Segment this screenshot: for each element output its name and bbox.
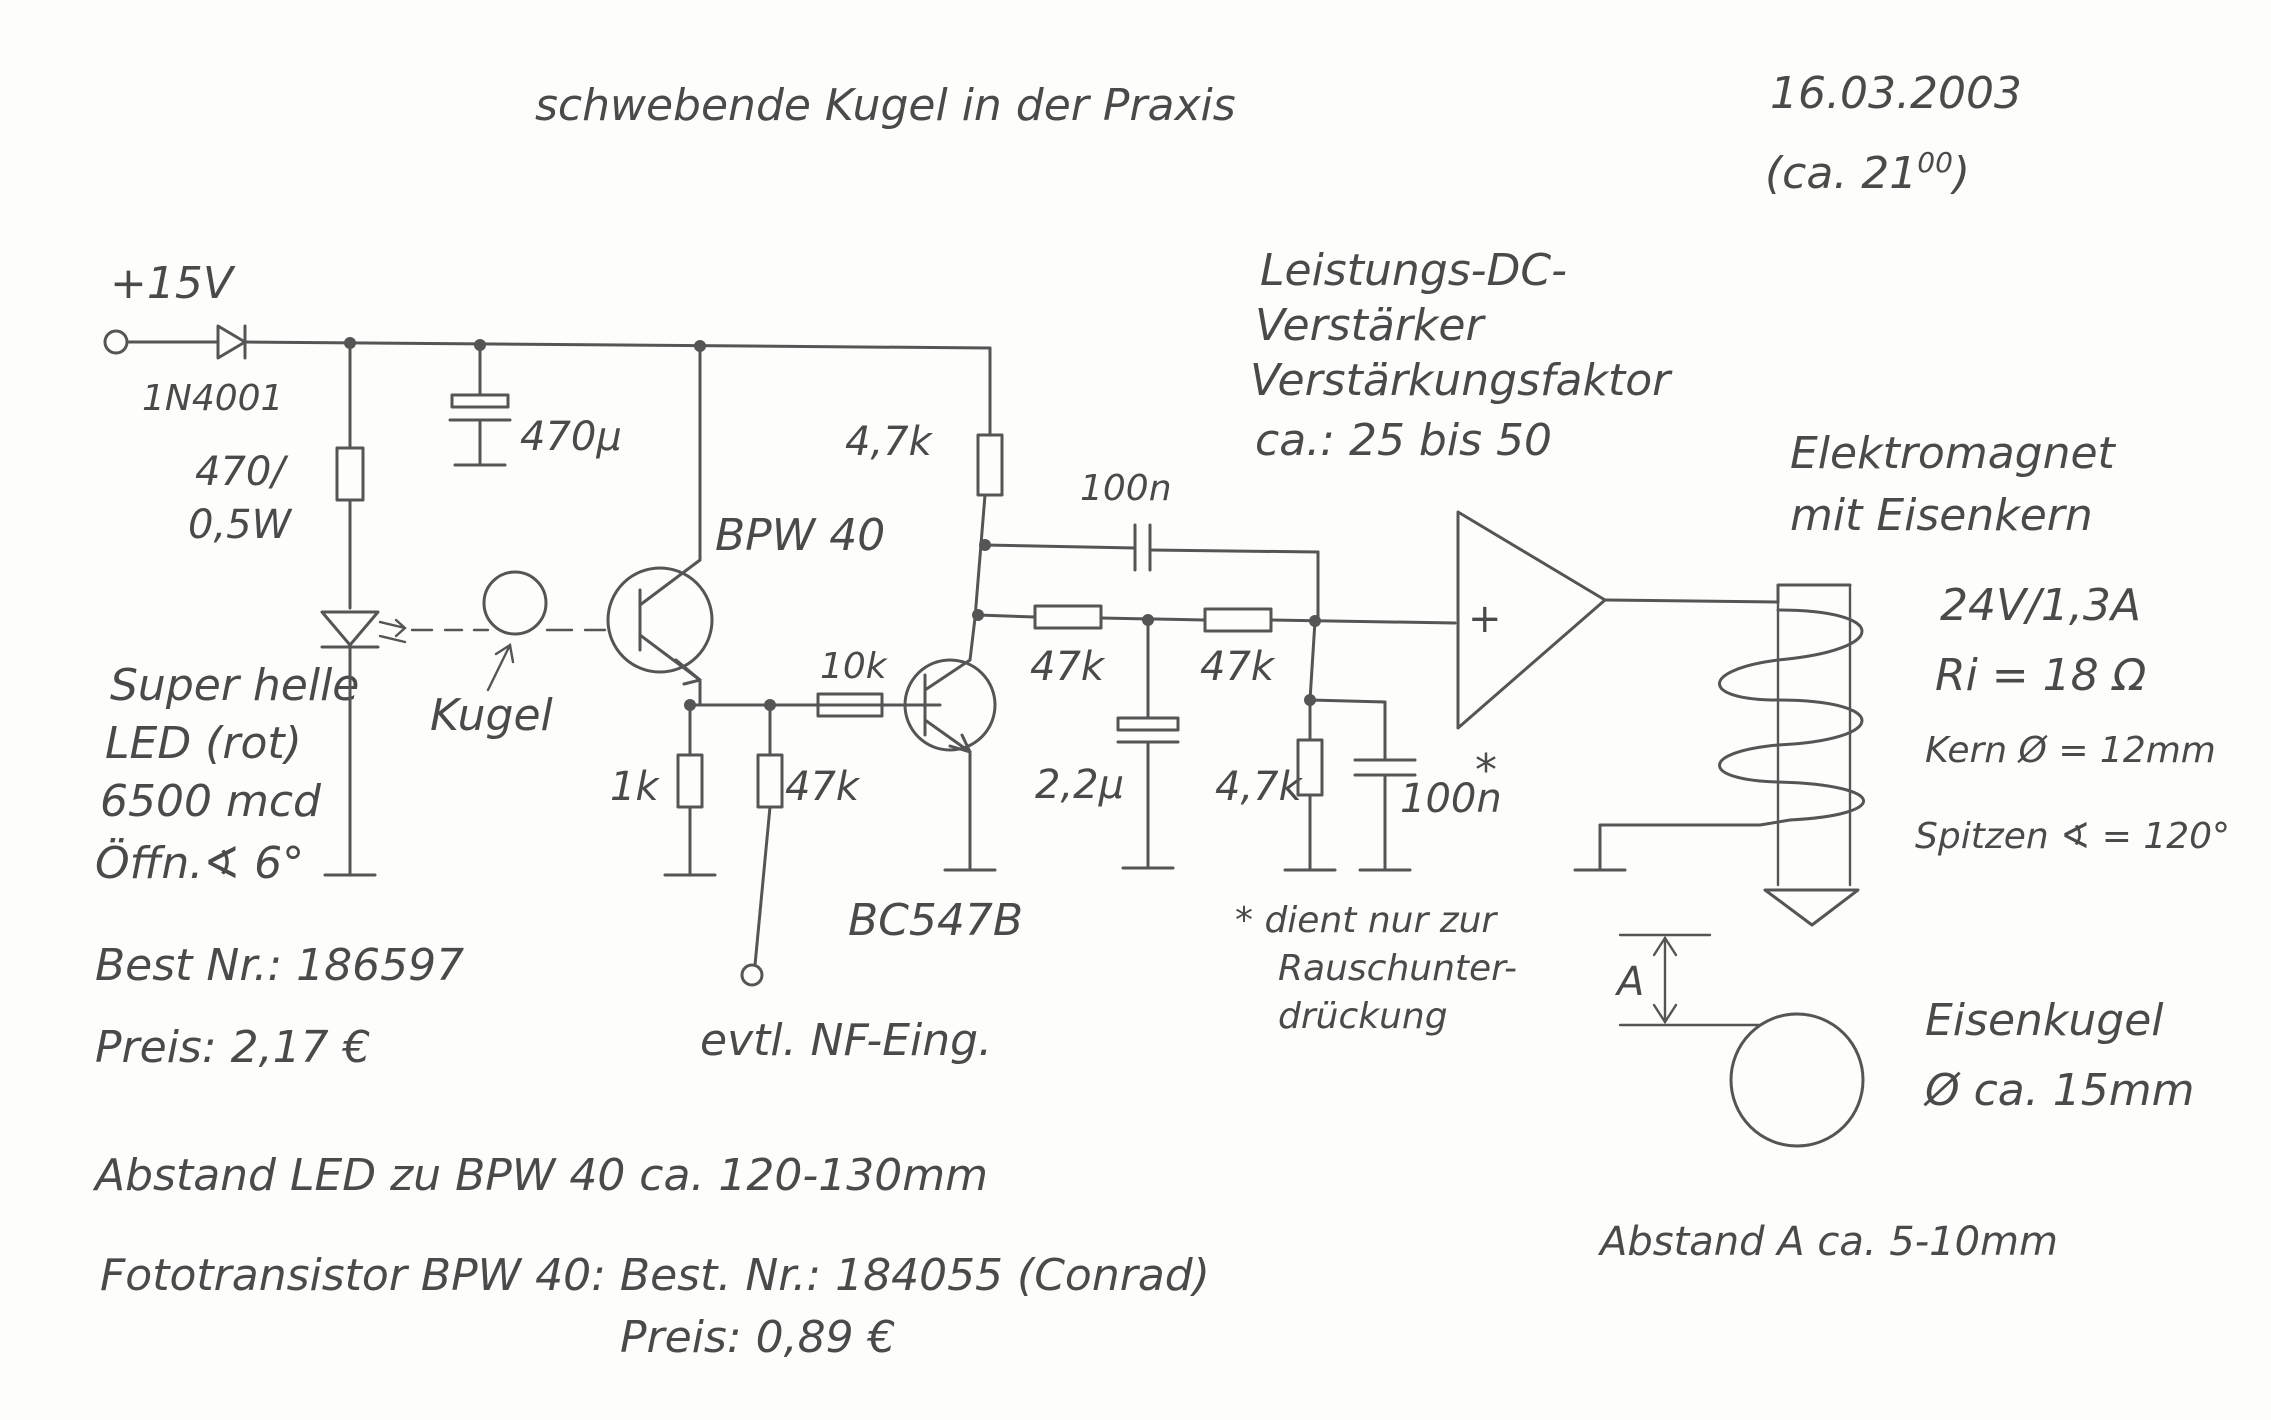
led-price: Preis: 2,17 € bbox=[95, 1022, 371, 1073]
transistor-bc547b bbox=[903, 616, 997, 872]
filter-resistor-1 bbox=[1033, 604, 1207, 630]
ball-desc-2: Ø ca. 15mm bbox=[1923, 1065, 2194, 1116]
supply-cap-label: 470µ bbox=[520, 414, 622, 460]
led-resistor bbox=[335, 341, 365, 610]
ball bbox=[482, 570, 548, 636]
phototransistor-bpw40 bbox=[606, 344, 714, 707]
filter-resistor-2-label: 47k bbox=[1200, 644, 1276, 690]
magnet-desc-1: Elektromagnet bbox=[1790, 428, 2117, 479]
time: (ca. 2100) bbox=[1765, 146, 1970, 199]
filter-cap-label: 2,2µ bbox=[1035, 762, 1124, 808]
distance-arrow bbox=[1618, 933, 1762, 1027]
phototransistor-label: BPW 40 bbox=[715, 510, 885, 561]
nf-input-label: evtl. NF-Eing. bbox=[700, 1015, 992, 1066]
filter-resistor-1-label: 47k bbox=[1030, 644, 1106, 690]
base-resistor bbox=[816, 692, 922, 718]
diode-1n4001 bbox=[125, 324, 247, 360]
supply-voltage: +15V bbox=[110, 258, 236, 309]
supply-capacitor bbox=[448, 343, 512, 467]
amp-desc-2: Verstärker bbox=[1255, 300, 1486, 351]
footer-line-2: Fototransistor BPW 40: Best. Nr.: 184055… bbox=[100, 1250, 1210, 1301]
divider-resistor bbox=[1283, 619, 1337, 872]
led-desc-4: Öffn.∢ 6° bbox=[95, 837, 304, 889]
date: 16.03.2003 bbox=[1770, 68, 2022, 119]
led-desc-2: LED (rot) bbox=[105, 718, 302, 769]
noise-note-2: Rauschunter- bbox=[1278, 948, 1517, 989]
noise-capacitor bbox=[1308, 698, 1417, 872]
title: schwebende Kugel in der Praxis bbox=[535, 80, 1236, 131]
iron-ball bbox=[1729, 1012, 1865, 1148]
led-resistor-value: 470/ bbox=[195, 449, 289, 495]
footer-line-1: Abstand LED zu BPW 40 ca. 120-130mm bbox=[92, 1150, 988, 1201]
amp-plus-sign: + bbox=[1468, 596, 1502, 642]
distance-note: Abstand A ca. 5-10mm bbox=[1597, 1219, 2058, 1265]
led bbox=[320, 610, 407, 877]
magnet-spec-4: Spitzen ∢ = 120° bbox=[1915, 816, 2230, 857]
ball-desc-1: Eisenkugel bbox=[1925, 995, 2164, 1046]
base-resistor-label: 10k bbox=[820, 646, 889, 687]
ball-label: Kugel bbox=[430, 690, 554, 741]
magnet-spec-2: Ri = 18 Ω bbox=[1935, 650, 2147, 701]
amp-desc-4: ca.: 25 bis 50 bbox=[1255, 415, 1552, 466]
electromagnet bbox=[1573, 583, 1865, 927]
magnet-desc-2: mit Eisenkern bbox=[1790, 490, 2093, 541]
led-order-number: Best Nr.: 186597 bbox=[95, 940, 464, 991]
filter-capacitor bbox=[1116, 618, 1180, 870]
filter-resistor-2 bbox=[1203, 607, 1457, 633]
amp-desc-1: Leistungs-DC- bbox=[1260, 245, 1567, 296]
noise-note-3: drückung bbox=[1278, 996, 1448, 1037]
amp-desc-3: Verstärkungsfaktor bbox=[1250, 355, 1673, 406]
input-resistor-label: 47k bbox=[785, 764, 861, 810]
distance-symbol: A bbox=[1614, 959, 1644, 1005]
led-desc-3: 6500 mcd bbox=[100, 776, 322, 827]
emitter-resistor-label: 1k bbox=[610, 764, 660, 810]
noise-cap-label: 100n bbox=[1400, 776, 1502, 822]
power-amplifier: + bbox=[1456, 510, 1780, 730]
ball-arrow bbox=[486, 643, 515, 692]
footer-line-3: Preis: 0,89 € bbox=[620, 1312, 896, 1363]
diode-label: 1N4001 bbox=[142, 378, 283, 419]
transistor-label: BC547B bbox=[848, 895, 1023, 946]
filter-wire bbox=[976, 613, 1037, 619]
divider-resistor-label: 4,7k bbox=[1215, 764, 1304, 810]
led-resistor-power: 0,5W bbox=[188, 502, 293, 548]
nf-input-terminal bbox=[740, 963, 764, 987]
noise-cap-asterisk: * bbox=[1475, 745, 1497, 796]
magnet-spec-3: Kern Ø = 12mm bbox=[1925, 730, 2216, 771]
magnet-spec-1: 24V/1,3A bbox=[1940, 580, 2141, 631]
collector-resistor bbox=[973, 346, 1004, 620]
led-desc-1: Super helle bbox=[110, 660, 359, 711]
collector-resistor-label: 4,7k bbox=[845, 419, 934, 465]
input-resistor bbox=[753, 703, 784, 967]
supply-terminal bbox=[103, 329, 129, 355]
noise-note-1: * dient nur zur bbox=[1235, 900, 1498, 941]
feedback-capacitor bbox=[983, 523, 1320, 622]
emitter-resistor bbox=[663, 703, 717, 877]
supply-rail bbox=[243, 340, 992, 350]
feedback-cap-label: 100n bbox=[1080, 468, 1172, 509]
